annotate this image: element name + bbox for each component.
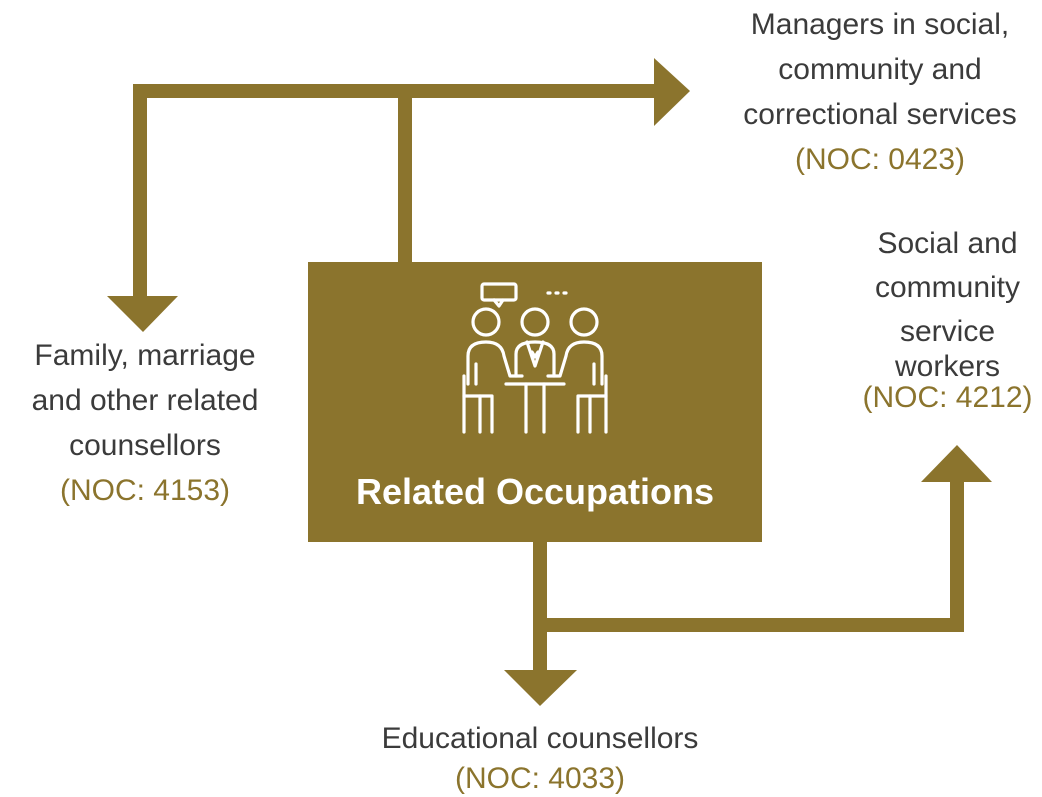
occupation-line: service — [899, 315, 996, 348]
occupation-line: Social and — [877, 227, 1018, 260]
occupation-line: workers — [894, 350, 1000, 383]
arrowhead-educational — [504, 670, 577, 706]
arrowhead-social — [921, 445, 992, 482]
occupation-line: Managers in social, — [750, 8, 1010, 41]
occupation-line: community — [874, 271, 1021, 304]
occupation-line: Family, marriage — [34, 339, 256, 372]
center-title: Related Occupations — [355, 471, 715, 512]
occupation-line: counsellors — [69, 429, 221, 462]
noc-code: (NOC: 0423) — [794, 143, 966, 176]
occupation-line: Educational counsellors — [381, 722, 699, 755]
noc-code: (NOC: 4212) — [862, 381, 1033, 414]
occupation-family: Family, marriage and other related couns… — [10, 333, 280, 513]
occupation-social: Social and community service workers (NO… — [855, 222, 1040, 416]
people-meeting-icon — [462, 282, 608, 434]
occupation-managers: Managers in social, community and correc… — [720, 2, 1040, 182]
noc-code: (NOC: 4153) — [59, 474, 231, 507]
related-occupations-box: Related Occupations — [308, 262, 762, 542]
occupation-line: correctional services — [743, 98, 1017, 131]
arrowhead-family — [107, 296, 178, 332]
occupation-educational: Educational counsellors (NOC: 4033) — [330, 717, 750, 797]
occupation-line: community and — [778, 53, 982, 86]
arrowhead-managers — [654, 58, 690, 126]
occupation-line: and other related — [31, 384, 259, 417]
noc-code: (NOC: 4033) — [454, 762, 626, 795]
